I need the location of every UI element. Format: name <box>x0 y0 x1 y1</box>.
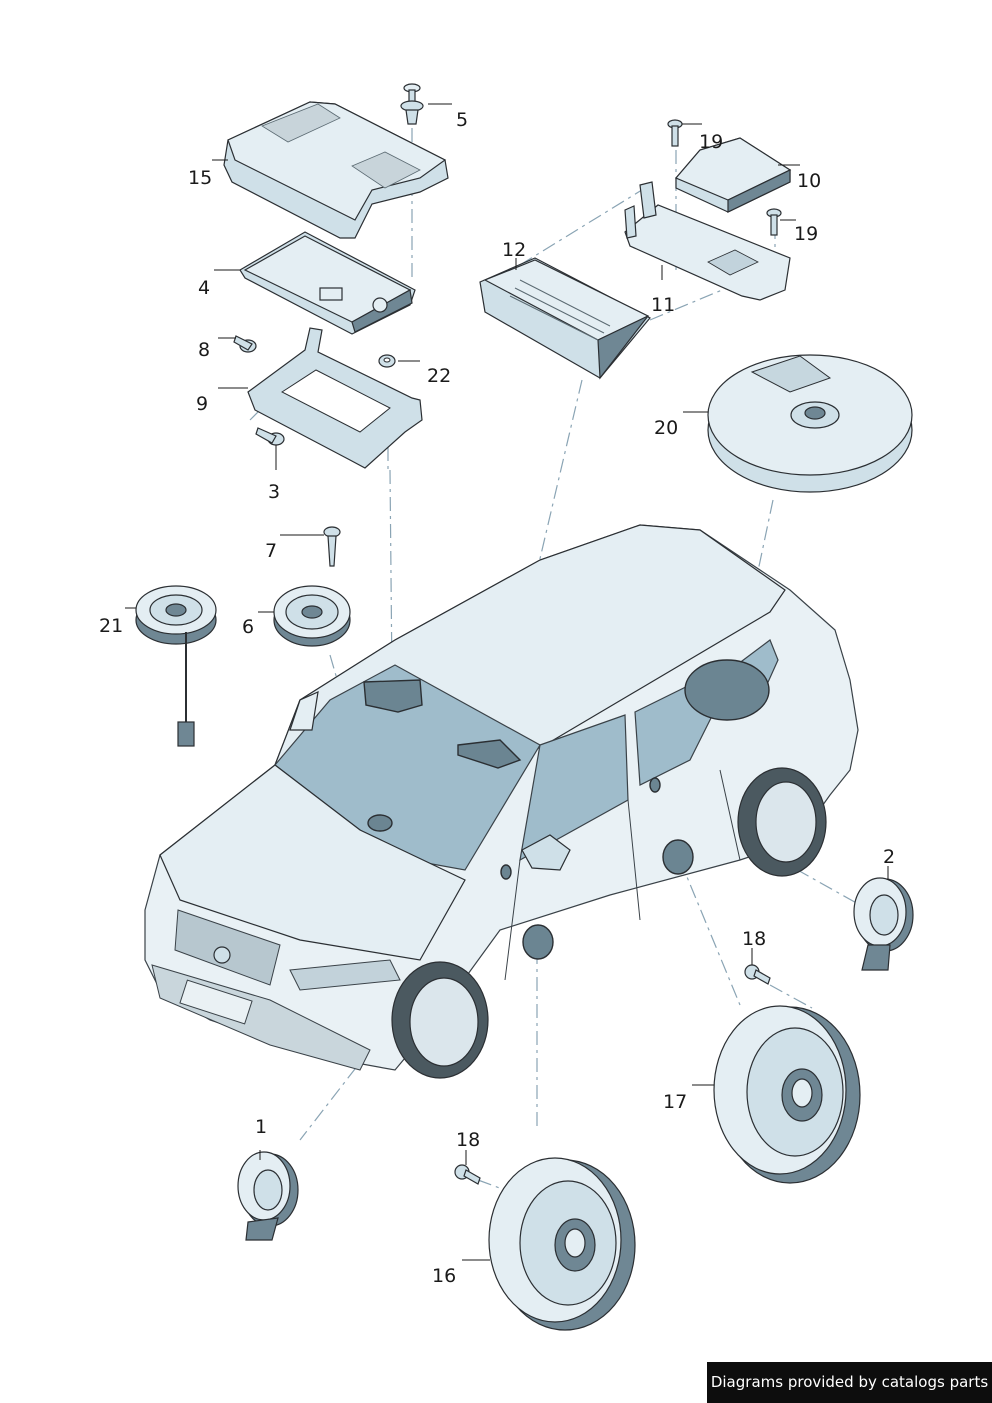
callout-17: 17 <box>663 1091 687 1113</box>
part-4-control-unit <box>239 231 416 335</box>
part-12-unit <box>479 257 651 380</box>
callout-19-top: 19 <box>699 131 723 153</box>
part-6-speaker <box>273 585 351 647</box>
callout-1: 1 <box>255 1116 267 1138</box>
callout-20: 20 <box>654 417 678 439</box>
callout-2: 2 <box>883 846 895 868</box>
callout-18-right: 18 <box>742 928 766 950</box>
callout-19-right: 19 <box>794 223 818 245</box>
callout-4: 4 <box>198 277 210 299</box>
callout-16: 16 <box>432 1265 456 1287</box>
callout-21: 21 <box>99 615 123 637</box>
leader-lines <box>125 103 889 1261</box>
part-15-cover <box>223 101 449 239</box>
part-7-screw <box>323 526 341 567</box>
callout-8: 8 <box>198 339 210 361</box>
part-19-screw-right <box>766 208 782 236</box>
callout-9: 9 <box>196 393 208 415</box>
callout-12: 12 <box>502 239 526 261</box>
callout-10: 10 <box>797 170 821 192</box>
part-5-clip <box>400 83 424 125</box>
part-1-tweeter <box>237 1151 299 1241</box>
part-18-screw-right <box>744 964 771 985</box>
part-11-plate <box>624 181 791 301</box>
credit-banner: Diagrams provided by catalogs parts <box>707 1362 992 1403</box>
part-8-screw <box>233 335 257 353</box>
callouts: 15 5 4 8 22 9 3 19 10 19 12 11 20 7 21 6… <box>99 109 895 1287</box>
callout-3: 3 <box>268 481 280 503</box>
car-body <box>144 524 859 1079</box>
part-9-bracket <box>247 327 423 469</box>
part-3-screw <box>255 427 285 446</box>
part-22-nut <box>378 354 396 368</box>
callout-15: 15 <box>188 167 212 189</box>
callout-5: 5 <box>456 109 468 131</box>
callout-22: 22 <box>427 365 451 387</box>
credit-text: Diagrams provided by catalogs parts <box>710 1373 989 1391</box>
part-21-speaker <box>135 585 217 747</box>
callout-18-left: 18 <box>456 1129 480 1151</box>
part-19-screw-top <box>667 119 683 147</box>
part-10-module <box>675 137 792 213</box>
part-16-speaker <box>488 1157 636 1331</box>
part-17-speaker <box>713 1005 861 1184</box>
part-18-screw-left <box>454 1164 481 1185</box>
part-20-subwoofer <box>707 354 913 493</box>
callout-6: 6 <box>242 616 254 638</box>
callout-7: 7 <box>265 540 277 562</box>
part-2-tweeter <box>853 877 914 971</box>
callout-11: 11 <box>651 294 675 316</box>
